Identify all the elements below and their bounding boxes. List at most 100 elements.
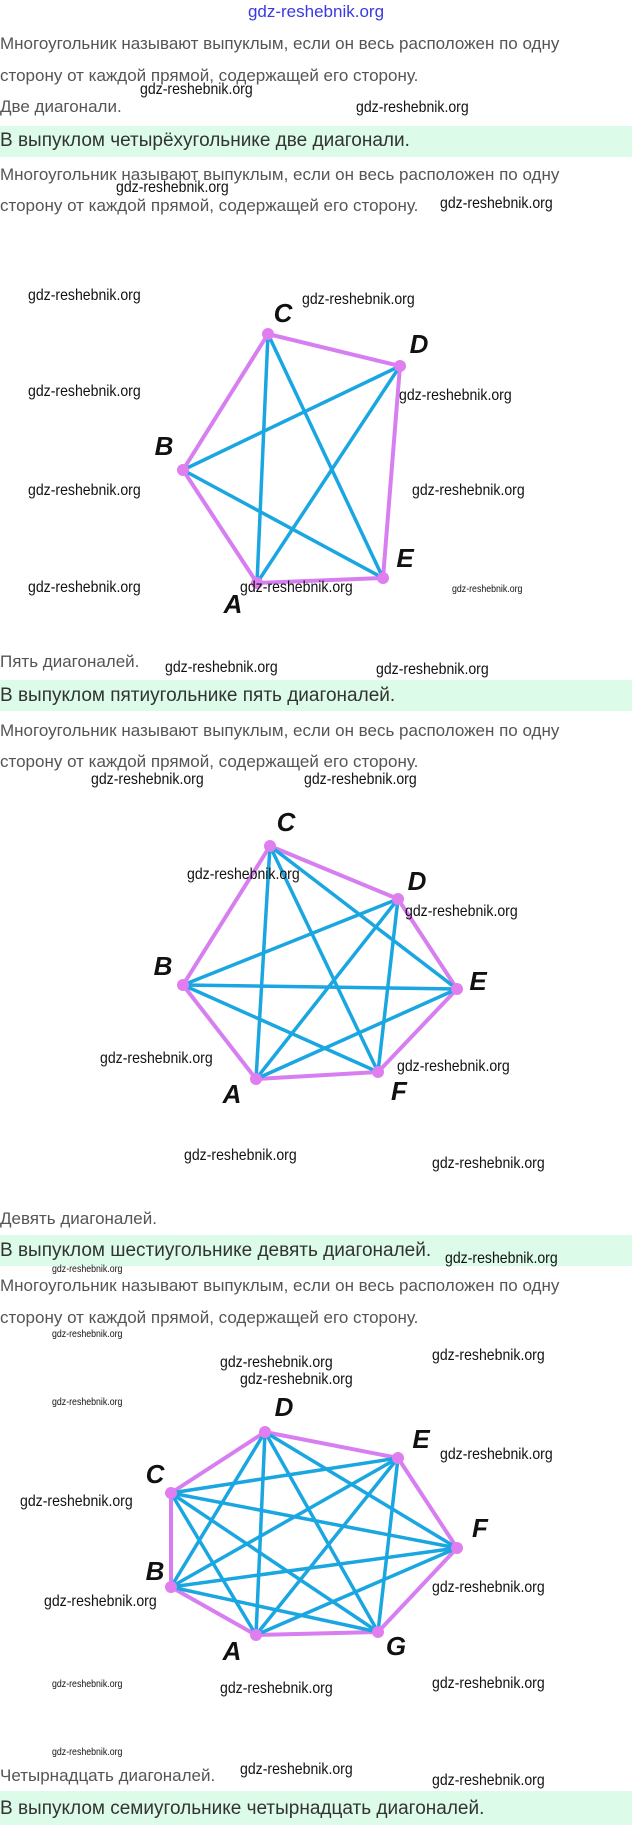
conclusion-band [0,126,632,157]
definition-line: Многоугольник называют выпуклым, если он… [0,1276,560,1295]
watermark-text: gdz-reshebnik.org [100,1050,213,1067]
watermark-text: gdz-reshebnik.org [52,1329,123,1340]
watermark-text: gdz-reshebnik.org [432,1155,545,1172]
conclusion-text: В выпуклом пятиугольнике пять диагоналей… [0,685,396,706]
polygon-side [255,576,385,585]
watermark-text: gdz-reshebnik.org [440,1446,553,1463]
polygon-side [266,332,402,368]
definition-line: сторону от каждой прямой, содержащей его… [0,66,419,85]
diagonal-line [181,983,380,1074]
watermark-text: gdz-reshebnik.org [28,482,141,499]
vertex-point [451,1542,463,1554]
watermark-text: gdz-reshebnik.org [44,1593,157,1610]
diagonal-line [254,987,459,1081]
conclusion-band [0,680,632,711]
vertex-label: E [469,966,487,996]
watermark-text: gdz-reshebnik.org [432,1347,545,1364]
polygon-side [169,1430,267,1495]
polygon-side [169,1585,258,1637]
polygon-side [376,987,459,1074]
diagonal-line [181,364,402,472]
watermark-text: gdz-reshebnik.org [52,1679,123,1690]
diagonal-line [169,1546,459,1589]
polygon-side [381,364,402,580]
polygon-side [254,1070,380,1081]
watermark-text: gdz-reshebnik.org [116,179,229,196]
vertex-label: B [155,431,174,461]
vertex-point [165,1581,177,1593]
diagonal-line [169,1456,400,1589]
answer-text: Девять диагоналей. [0,1209,157,1228]
vertex-point [165,1487,177,1499]
vertex-point [264,840,276,852]
watermark-text: gdz-reshebnik.org [240,1371,353,1388]
diagonal-line [268,844,380,1074]
vertex-point [251,577,263,589]
diagonal-line [181,897,400,987]
definition-line: сторону от каждой прямой, содержащей его… [0,1308,419,1327]
vertex-point [372,1626,384,1638]
vertex-label: D [275,1392,294,1422]
conclusion-text: В выпуклом шестиугольнике девять диагона… [0,1240,432,1261]
watermark-text: gdz-reshebnik.org [140,81,253,98]
diagonal-line [169,1430,267,1589]
diagonal-line [263,1430,459,1550]
watermark-text: gdz-reshebnik.org [187,866,300,883]
watermark-text: gdz-reshebnik.org [412,482,525,499]
watermark-text: gdz-reshebnik.org [220,1354,333,1371]
vertex-point [451,983,463,995]
diagonal-line [254,844,272,1081]
definition-line: Многоугольник называют выпуклым, если он… [0,721,560,740]
watermark-text: gdz-reshebnik.org [432,1772,545,1789]
vertex-label: C [277,807,297,837]
vertex-label: D [410,329,429,359]
watermark-text: gdz-reshebnik.org [440,195,553,212]
watermark-text: gdz-reshebnik.org [356,99,469,116]
watermark-text: gdz-reshebnik.org [397,1058,510,1075]
answer-text: Две диагонали. [0,97,122,116]
vertex-point [262,328,274,340]
vertex-point [250,1073,262,1085]
polygon-side [263,1430,400,1460]
diagonal-line [268,844,459,991]
vertex-point [392,893,404,905]
vertex-label: A [222,1079,242,1109]
watermark-text: gdz-reshebnik.org [452,584,523,595]
conclusion-band [0,1235,632,1266]
conclusion-band [0,1791,632,1825]
diagonal-line [181,468,385,580]
vertex-point [177,979,189,991]
diagonal-line [181,983,459,991]
vertex-label: E [412,1424,430,1454]
watermark-text: gdz-reshebnik.org [302,291,415,308]
polygon-side [376,1546,459,1634]
vertex-label: F [391,1076,408,1106]
diagonal-line [376,1456,400,1634]
diagonal-line [263,1430,380,1634]
watermark-text: gdz-reshebnik.org [304,771,417,788]
watermark-text: gdz-reshebnik.org [184,1147,297,1164]
diagonal-line [255,332,270,585]
vertex-label: C [146,1459,166,1489]
watermark-text: gdz-reshebnik.org [220,1680,333,1697]
watermark-text: gdz-reshebnik.org [399,387,512,404]
polygon-side [181,332,270,472]
vertex-point [259,1426,271,1438]
vertex-point [394,360,406,372]
polygon-side [181,468,259,585]
watermark-text: gdz-reshebnik.org [52,1747,123,1758]
watermark-text: gdz-reshebnik.org [28,383,141,400]
watermark-text: gdz-reshebnik.org [28,579,141,596]
diagonal-line [254,1430,267,1637]
site-watermark-header[interactable]: gdz-reshebnik.org [247,2,385,21]
answer-text: Четырнадцать диагоналей. [0,1766,216,1785]
diagonal-line [169,1491,380,1634]
vertex-label: A [222,1636,242,1666]
vertex-label: G [386,1631,406,1661]
polygon-side [396,1456,459,1550]
watermark-text: gdz-reshebnik.org [240,579,353,596]
watermark-text: gdz-reshebnik.org [445,1250,558,1267]
diagonal-line [254,1456,400,1637]
polygon-side [181,844,272,987]
vertex-label: B [146,1556,165,1586]
